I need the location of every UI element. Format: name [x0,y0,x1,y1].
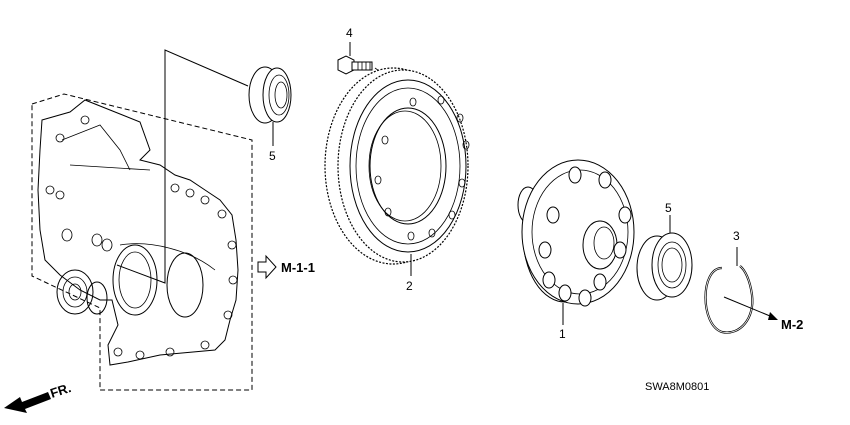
part-number-2: 2 [406,279,413,293]
reference-m-2[interactable]: M-2 [781,317,803,332]
part-number-4: 4 [346,26,353,40]
part-3-snap-ring[interactable]: 3 [704,229,779,334]
part-5-bearing-right[interactable]: 5 [636,201,693,301]
transmission-housing [31,49,253,391]
part-1-differential-carrier[interactable]: 1 [517,159,635,341]
reference-m-1-1-label[interactable]: M-1-1 [281,260,315,275]
reference-m-1-1[interactable]: M-1-1 [257,254,315,280]
part-number-5-right: 5 [665,201,672,215]
part-number-1: 1 [559,327,566,341]
front-direction-indicator: FR. [4,380,73,413]
front-label: FR. [48,380,73,401]
part-2-ring-gear[interactable]: 2 [324,67,470,293]
reference-m-2-label[interactable]: M-2 [781,317,803,332]
part-4-bolt[interactable]: 4 [337,26,394,82]
part-5-bearing-left[interactable]: 5 [248,66,292,163]
part-number-5-left: 5 [269,149,276,163]
part-number-3: 3 [733,229,740,243]
diagram-code: SWA8M0801 [645,381,709,393]
